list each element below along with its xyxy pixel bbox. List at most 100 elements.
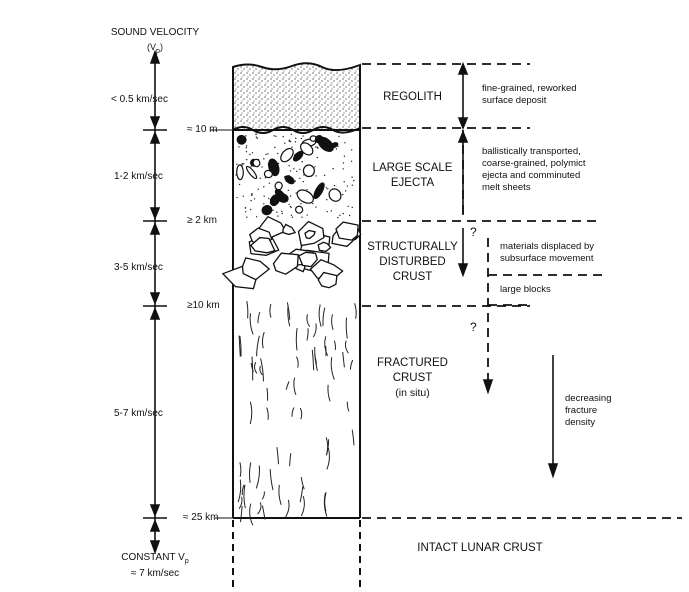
fracture-line [327,384,331,402]
ejecta-dot [250,166,252,168]
ejecta-dot [288,140,291,142]
ejecta-clast [330,142,339,149]
ejecta-dot [351,176,353,178]
fracture-line [286,302,291,320]
ejecta-dot [282,135,284,138]
fracture-line [289,453,292,467]
regolith-arrow-down [457,117,469,131]
velocity-zone-regolith: < 0.5 km/sec [111,94,168,105]
fracture-line [249,313,254,335]
ejecta-dot [287,189,290,192]
fracture-line [291,407,295,417]
depth-10m: ≈ 10 m [187,124,218,135]
disturbed-crust-blocks [221,215,362,290]
fracture-line [318,304,322,327]
fracture-line [344,340,349,354]
crust-block [272,252,299,275]
tick-2km-arrow-up [149,221,161,235]
fracture-line [237,479,242,503]
fracture-line [333,340,336,350]
ejecta-dot [294,141,297,143]
crust-block [282,223,297,236]
desc-ejecta-line1: ballistically transported, [482,146,581,157]
fracture-line [314,354,317,365]
regolith-fill [232,62,361,131]
velocity-zone-disturbed: 3-5 km/sec [114,262,163,273]
desc-ejecta-line4: melt sheets [482,182,531,193]
ejecta-dot [289,140,292,143]
ejecta-dot [296,170,298,172]
vp-open: (V [147,42,157,52]
ejecta-dot [348,214,351,217]
ejecta-clast [292,150,304,162]
ejecta-dot [350,149,353,151]
fracture-line [299,407,303,420]
ejecta-dot [344,190,347,192]
fracture-line [285,499,290,518]
vp-sub: p [156,47,160,55]
crust-block [317,241,332,253]
constant-vp-sub: p [184,558,189,565]
ejecta-clast [296,189,314,204]
ejecta-clast [261,205,273,216]
ejecta-dot [343,155,346,157]
fracture-line [293,377,297,395]
question-mark-disturbed: ? [470,225,477,239]
ejecta-dot [342,168,344,170]
ejecta-dot [236,163,238,165]
ejecta-dot [281,212,283,215]
desc-regolith-line1: fine-grained, reworked [482,83,577,94]
ejecta-dot [306,214,308,216]
ejecta-dot [333,184,336,187]
ejecta-dot [325,187,328,189]
ejecta-clast [328,188,342,202]
fracture-line [257,311,261,324]
ejecta-dot [255,216,258,218]
ejecta-dot [264,177,267,179]
fracture-line [256,335,260,357]
depth-10km: ≥10 km [187,300,220,311]
ejecta-dot [342,193,344,196]
ejecta-dot [314,166,316,168]
fracture-line [278,484,282,505]
ejecta-clast [252,158,261,168]
velocity-scale [143,49,233,555]
ejecta-dot [327,188,329,190]
fracture-line [326,447,331,470]
fracture-line [345,317,348,339]
crust-block [304,229,316,240]
layer-fractured: FRACTURED CRUST (in situ) [365,356,460,401]
layer-regolith: REGOLITH [383,91,442,103]
ejecta-dot [289,170,292,172]
ejecta-dot [302,180,305,183]
ejecta-dot [288,203,290,206]
ejecta-dot [263,158,265,160]
disturbed-arrow-down [457,263,469,278]
ejecta-clast [236,134,247,145]
ejecta-dot [294,180,297,182]
ejecta-dot [290,133,293,136]
ejecta-dot [245,150,248,153]
layer-disturbed: STRUCTURALLY DISTURBED CRUST [365,240,460,285]
fracture-line [238,496,243,509]
ejecta-dot [301,161,303,163]
ejecta-dot [317,147,319,149]
desc-ejecta-line2: coarse-grained, polymict [482,158,586,169]
layer-intact: INTACT LUNAR CRUST [417,542,543,554]
ejecta-dot [289,195,292,197]
layer-disturbed-line1: STRUCTURALLY [367,241,458,253]
desc-fracture-line2: fracture [565,405,598,416]
layer-ejecta: LARGE SCALE EJECTA [365,161,460,191]
desc-blocks: large blocks [500,284,551,295]
ejecta-dot [337,216,339,219]
tick-10km-arrow-up [149,306,161,320]
fracture-line [259,365,263,376]
ejecta-dot [251,152,254,154]
fracture-line [300,495,305,517]
ejecta-dot [274,146,276,149]
ejecta-clast [314,134,324,144]
velocity-bottom: CONSTANT Vp ≈ 7 km/sec [100,552,210,580]
ejecta-dot [246,216,248,218]
ejecta-clast [280,147,294,163]
